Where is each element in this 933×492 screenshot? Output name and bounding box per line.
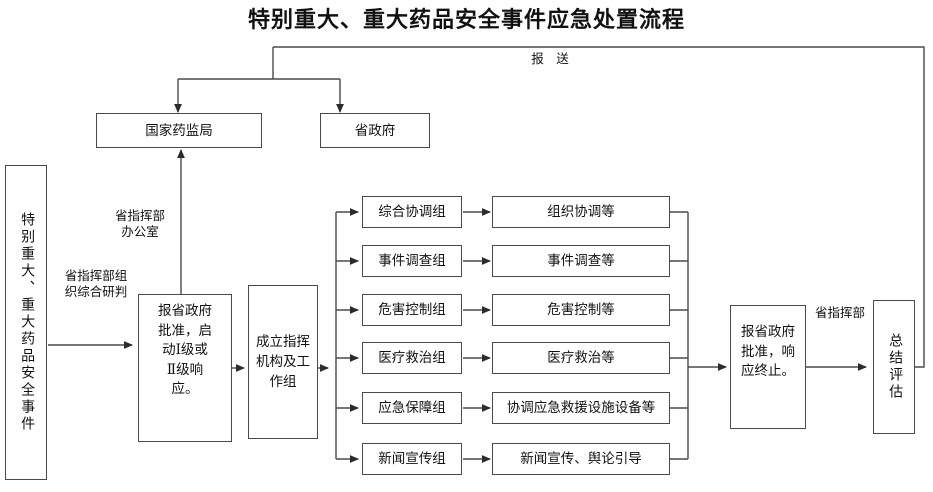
label-report-submit: 报 送 xyxy=(531,52,569,66)
group-box-5[interactable]: 应急保障组 xyxy=(362,392,462,424)
approve-start-line-1: 报省政府 xyxy=(158,303,212,318)
page-title: 特别重大、重大药品安全事件应急处置流程 xyxy=(247,7,685,32)
duty-box-5[interactable]: 协调应急救援设施设备等 xyxy=(492,392,670,424)
node-prov-gov[interactable]: 省政府 xyxy=(320,113,430,148)
setup-org-label: 成立指挥机构及工作组 xyxy=(256,333,310,390)
approve-start-line-4: Ⅱ级响 xyxy=(166,361,204,377)
duty-box-2[interactable]: 事件调查等 xyxy=(492,245,670,277)
approve-end-line-1: 报省政府 xyxy=(741,324,795,339)
group-box-4[interactable]: 医疗救治组 xyxy=(362,342,462,374)
node-approve-start[interactable]: 报省政府 批准，启 动Ⅰ级或 Ⅱ级响 应。 xyxy=(138,294,232,442)
label-prov-hq-office: 省指挥部 办公室 xyxy=(114,209,165,240)
approve-start-line-2: 批准，启 xyxy=(158,322,212,338)
node-nmpa[interactable]: 国家药监局 xyxy=(96,113,262,148)
duty-box-1[interactable]: 组织协调等 xyxy=(492,196,670,228)
group-box-1[interactable]: 综合协调组 xyxy=(362,196,462,228)
node-setup-org[interactable]: 成立指挥机构及工作组 xyxy=(248,285,318,439)
approve-start-line-3: 动Ⅰ级或 xyxy=(162,342,208,358)
approve-end-line-3: 应终止。 xyxy=(741,363,795,379)
duty-box-3[interactable]: 危害控制等 xyxy=(492,294,670,326)
duty-box-4[interactable]: 医疗救治等 xyxy=(492,342,670,374)
node-incident[interactable]: 特别重大、重大药品安全事件 xyxy=(5,165,47,480)
duty-box-6[interactable]: 新闻宣传、舆论引导 xyxy=(492,443,670,475)
node-summary[interactable]: 总结评估 xyxy=(873,300,915,434)
group-box-6[interactable]: 新闻宣传组 xyxy=(362,443,462,475)
label-prov-hq: 省指挥部 xyxy=(814,306,865,320)
group-box-3[interactable]: 危害控制组 xyxy=(362,294,462,326)
group-box-2[interactable]: 事件调查组 xyxy=(362,245,462,277)
approve-start-line-5: 应。 xyxy=(171,381,199,397)
approve-end-line-2: 批准，响 xyxy=(741,343,795,359)
node-approve-end[interactable]: 报省政府 批准，响 应终止。 xyxy=(730,305,806,429)
label-prov-hq-research: 省指挥部组 织综合研判 xyxy=(64,269,128,300)
